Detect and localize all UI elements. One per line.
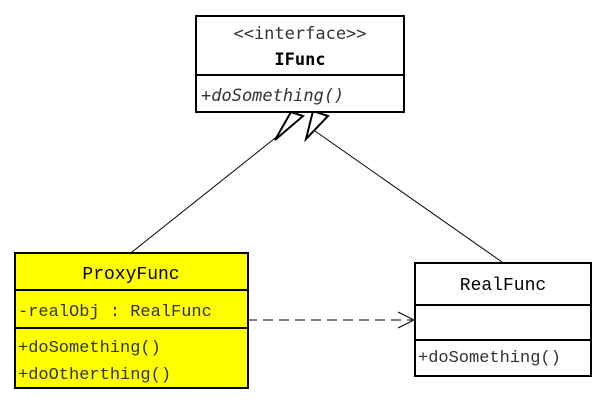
interface-name: IFunc bbox=[274, 50, 325, 70]
proxy-class-name: ProxyFunc bbox=[82, 265, 179, 285]
interface-stereotype: <<interface>> bbox=[233, 24, 366, 44]
proxy-attribute: -realObj : RealFunc bbox=[18, 303, 212, 322]
interface-method: +doSomething() bbox=[201, 86, 344, 106]
realization-arrowhead-left bbox=[274, 110, 305, 141]
realization-arrowhead-right bbox=[304, 109, 330, 143]
proxy-method-2: +doOtherthing() bbox=[18, 366, 171, 385]
realization-line-proxy bbox=[131, 130, 285, 253]
class-box-realfunc: RealFunc +doSomething() bbox=[414, 262, 592, 377]
realization-line-real bbox=[314, 130, 503, 263]
class-box-ifunc: <<interface>> IFunc +doSomething() bbox=[195, 15, 405, 113]
real-method: +doSomething() bbox=[418, 349, 561, 368]
proxy-method-1: +doSomething() bbox=[18, 339, 161, 358]
real-class-name: RealFunc bbox=[460, 276, 546, 296]
class-box-proxyfunc: ProxyFunc -realObj : RealFunc +doSomethi… bbox=[14, 252, 249, 389]
